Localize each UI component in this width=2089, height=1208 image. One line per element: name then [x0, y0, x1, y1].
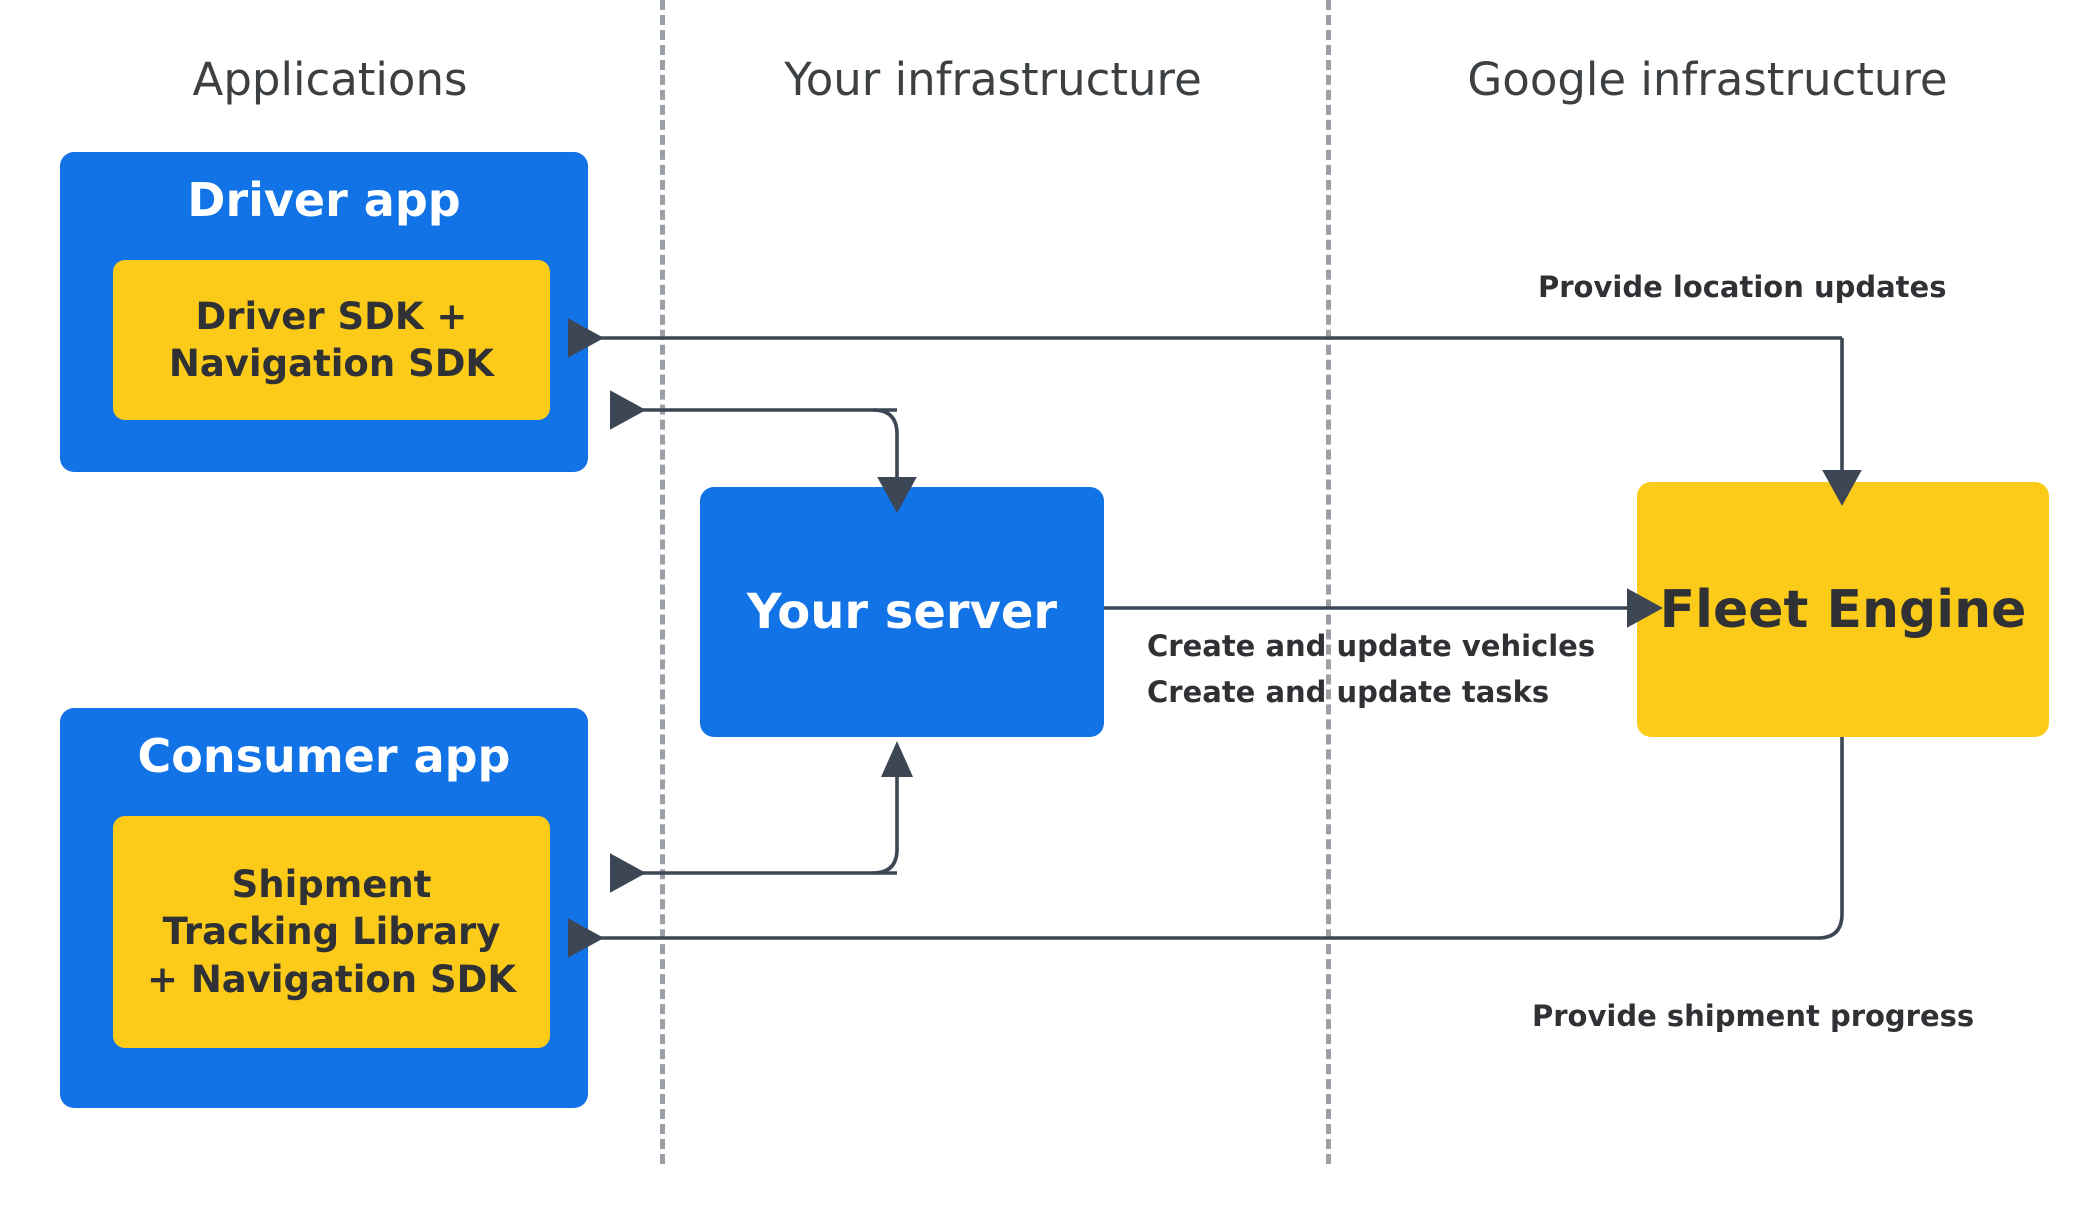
- driver-sdk-line-2: Navigation SDK: [168, 342, 495, 385]
- column-title-google-infrastructure: Google infrastructure: [1467, 53, 1948, 106]
- connector-label-create-and-update-tasks: Create and update tasks: [1147, 675, 1550, 709]
- driver-sdk-line-1: Driver SDK +: [195, 294, 468, 338]
- consumer-sdk-line-2: Tracking Library: [162, 910, 501, 954]
- arrow-fleet-engine-to-shipment-tracking-library: [568, 737, 1844, 958]
- driver-app-title: Driver app: [187, 173, 461, 227]
- consumer-sdk-line-1: Shipment: [231, 862, 432, 906]
- driver-sdk-box[interactable]: Driver SDK + Navigation SDK: [113, 260, 550, 420]
- arrow-consumer-app-to-your-server: [872, 775, 899, 875]
- arrowhead-consumer-app-to-your-server: [881, 741, 913, 777]
- consumer-app-title: Consumer app: [137, 729, 511, 783]
- connector-label-create-and-update-vehicles: Create and update vehicles: [1147, 629, 1596, 663]
- consumer-app-box[interactable]: Consumer app Shipment Tracking Library +…: [60, 708, 588, 1108]
- connector-label-provide-location-updates: Provide location updates: [1538, 270, 1947, 304]
- column-divider-applications-infrastructure: [660, 0, 665, 1164]
- driver-app-box[interactable]: Driver app Driver SDK + Navigation SDK: [60, 152, 588, 472]
- column-title-applications: Applications: [192, 53, 468, 106]
- your-server-box[interactable]: Your server: [700, 487, 1104, 737]
- arrow-driver-app-to-your-server: [872, 408, 917, 513]
- connector-label-provide-shipment-progress: Provide shipment progress: [1532, 999, 1975, 1033]
- column-title-your-infrastructure: Your infrastructure: [784, 53, 1202, 106]
- fleet-engine-label: Fleet Engine: [1659, 579, 2027, 640]
- consumer-sdk-line-3: + Navigation SDK: [146, 957, 517, 1001]
- consumer-sdk-box[interactable]: Shipment Tracking Library + Navigation S…: [113, 816, 550, 1048]
- column-divider-infrastructure-google: [1326, 0, 1331, 1164]
- driver-sdk-label: Driver SDK + Navigation SDK: [159, 293, 504, 388]
- your-server-label: Your server: [746, 584, 1058, 640]
- fleet-engine-box[interactable]: Fleet Engine: [1637, 482, 2049, 737]
- consumer-sdk-label: Shipment Tracking Library + Navigation S…: [137, 861, 526, 1003]
